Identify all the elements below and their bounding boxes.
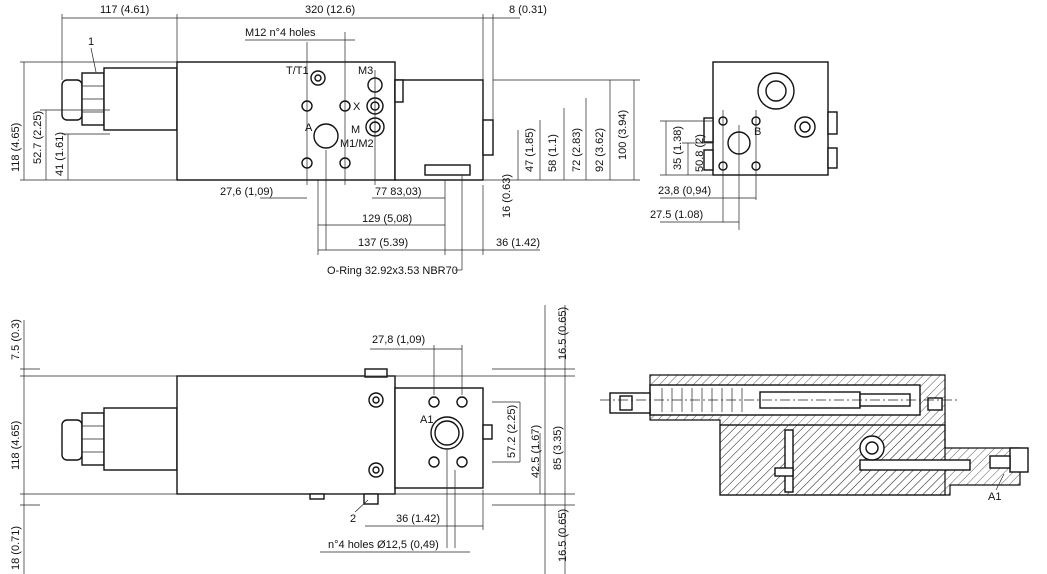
dim-47: 47 (1.85) (524, 128, 536, 172)
dim-18: 18 (0.71) (10, 526, 22, 570)
dim-165b: 16.5 (0.65) (557, 509, 569, 562)
dim-129: 129 (5,08) (362, 213, 412, 225)
dim-527: 52.7 (2.25) (32, 111, 44, 164)
dim-117: 117 (4.61) (100, 4, 149, 16)
dim-75: 7.5 (0.3) (10, 319, 22, 360)
top-right-view: B 35 (1.38) 50.8 (2) 23,8 (0,94) 27.5 (1… (650, 61, 838, 230)
dim-165a: 16.5 (0.65) (557, 307, 569, 360)
dim-275: 27.5 (1.08) (650, 209, 703, 221)
dim-425: 42.5 (1.67) (530, 425, 542, 478)
dim-35: 35 (1.38) (672, 126, 684, 170)
dim-137: 137 (5.39) (358, 237, 408, 249)
dim-72: 72 (2.83) (571, 128, 583, 172)
label-2: 2 (350, 513, 356, 525)
label-a: A (305, 122, 313, 134)
label-tt1: T/T1 (286, 65, 309, 77)
label-b: B (754, 126, 761, 138)
label-x: X (353, 101, 361, 113)
label-holes: n°4 holes Ø12,5 (0,49) (328, 539, 439, 551)
dim-36a: 36 (1.42) (496, 237, 540, 249)
label-m: M (351, 124, 360, 136)
dim-118b: 118 (4.65) (10, 421, 22, 470)
dim-41: 41 (1.61) (54, 132, 66, 176)
dim-320: 320 (12.6) (305, 4, 355, 16)
dim-85: 85 (3.35) (552, 426, 564, 470)
dim-8: 8 (0.31) (509, 4, 547, 16)
dim-58: 58 (1.1) (547, 134, 559, 172)
dim-508: 50.8 (2) (694, 134, 706, 172)
dim-572: 57.2 (2.25) (506, 405, 518, 458)
dim-276a: 27,6 (1,09) (220, 186, 273, 198)
dim-36b: 36 (1.42) (396, 513, 440, 525)
dim-278: 27,8 (1,09) (372, 334, 425, 346)
bottom-right-section: A1 (600, 374, 1029, 503)
dim-92: 92 (3.62) (594, 128, 606, 172)
top-left-view: 117 (4.61) 320 (12.6) 8 (0.31) 1 (10, 4, 640, 277)
dim-100: 100 (3.94) (617, 110, 629, 160)
label-a1: A1 (420, 414, 433, 426)
label-m1m2: M1/M2 (340, 138, 374, 150)
label-oring: O-Ring 32.92x3.53 NBR70 (327, 265, 458, 277)
dim-238: 23,8 (0,94) (658, 185, 711, 197)
dim-77: 77 83,03) (375, 186, 421, 198)
bottom-left-view: A1 2 7.5 (0.3) 118 (4.65) 18 (0.71) 16.5… (10, 305, 575, 574)
dim-118: 118 (4.65) (10, 123, 22, 172)
label-1: 1 (88, 36, 94, 48)
dim-16a: 16 (0.63) (501, 174, 513, 218)
label-a1-section: A1 (988, 491, 1001, 503)
label-m12: M12 n°4 holes (245, 27, 316, 39)
label-m3: M3 (358, 65, 373, 77)
